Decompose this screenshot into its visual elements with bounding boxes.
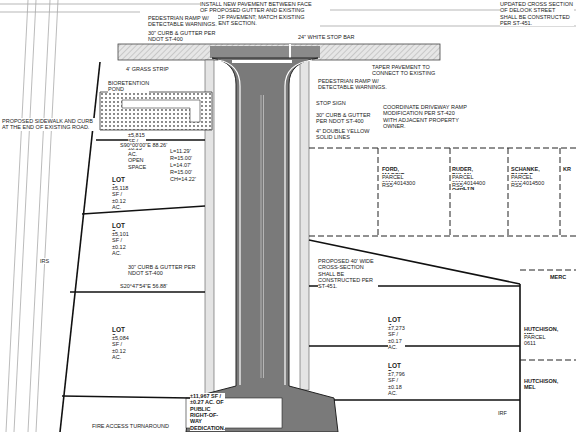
lot-area: ±5,815 SF / ±0.13 AC. OPEN SPACE xyxy=(128,132,146,170)
plan-note: 4' GRASS STRIP xyxy=(126,66,169,72)
plan-note: R=15.00' xyxy=(170,155,192,161)
plan-note: R=15.00' xyxy=(170,169,192,175)
plan-note: S90°00'00"E 88.26' xyxy=(120,142,167,148)
lot-area: ±5,118 SF / ±0.12 AC. xyxy=(112,185,128,210)
lot-area: RS5 xyxy=(452,182,463,188)
plan-note: S20°47'54"E 56.88' xyxy=(120,283,167,289)
plan-note: IRS xyxy=(40,258,49,264)
lot-name: MERC xyxy=(550,274,566,280)
lot-name: KR xyxy=(563,166,571,172)
lot-area: ±5,101 SF / ±0.12 AC. xyxy=(112,231,129,256)
plan-note: PROPOSED SIDEWALK AND CURB AT THE END OF… xyxy=(2,118,96,131)
lot-name: BIORETENTION POND xyxy=(108,80,149,93)
plan-note: UPDATED CROSS SECTION OF DELOOK STREET S… xyxy=(500,1,574,26)
plan-note: CH=14.22' xyxy=(170,176,196,182)
plan-note: PEDESTRIAN RAMP W/ DETECTABLE WARNINGS. xyxy=(148,15,218,28)
plan-note: COORDINATE DRIVEWAY RAMP MODIFICATION PE… xyxy=(383,104,467,129)
plan-note: PROPOSED 40' WIDE CROSS-SECTION SHALL BE… xyxy=(318,258,378,290)
lot-name: ±11,967 SF / ±0.27 AC. OF PUBLIC RIGHT-O… xyxy=(190,393,225,431)
plan-note: 4" DOUBLE YELLOW SOLID LINES xyxy=(316,128,378,141)
plan-note: IRF xyxy=(498,410,507,416)
plan-note: FIRE ACCESS TURNAROUND xyxy=(92,423,169,429)
lot-name: HUTCHISON, MEL xyxy=(524,378,558,391)
plan-note: PEDESTRIAN RAMP W/ DETECTABLE WARNINGS. xyxy=(318,78,390,91)
lot-area: ±7,796 SF / ±0.18 AC. xyxy=(388,371,405,396)
plan-note: STOP SIGN xyxy=(316,100,346,106)
plan-note: 30" CURB & GUTTER PER NDOT ST-400 xyxy=(148,30,220,43)
plan-note: L=11.29' xyxy=(170,148,191,154)
plan-note: 24" WHITE STOP BAR xyxy=(298,34,354,40)
plan-note: L=14.07' xyxy=(170,162,191,168)
lot-area: ±5,084 SF / ±0.12 AC. xyxy=(112,335,129,360)
plan-note: 30" CURB & GUTTER PER NDOT ST-400 xyxy=(128,264,198,277)
lot-area: RS5 xyxy=(511,182,522,188)
lot-area: PARCEL 0611 xyxy=(524,334,545,347)
plan-note: 30" CURB & GUTTER PER NDOT ST-400 xyxy=(316,112,378,125)
lot-area: ±7,273 SF / ±0.17 AC. xyxy=(388,325,405,350)
lot-area: RS5 xyxy=(382,182,393,188)
